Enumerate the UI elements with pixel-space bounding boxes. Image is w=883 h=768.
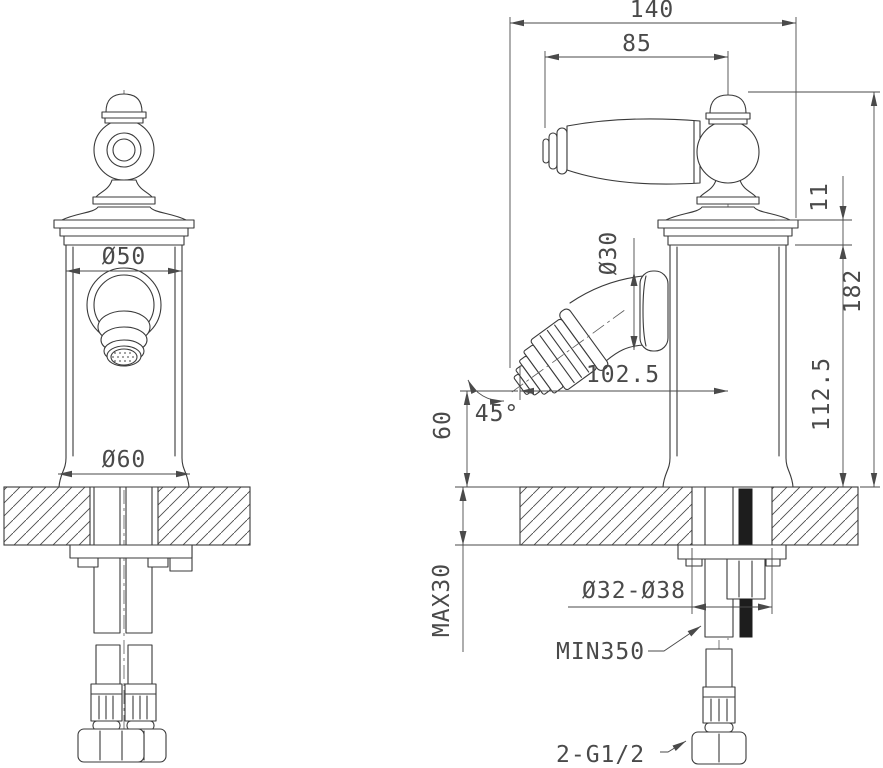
front-handle (92, 93, 156, 205)
dim-max-deck-thickness-label: MAX30 (429, 563, 455, 637)
dim-deck-to-body-top-label: 112.5 (809, 357, 835, 431)
front-hex-nuts (77, 728, 167, 763)
dim-spout-angle-label: 45° (475, 401, 520, 427)
front-aerator (86, 267, 162, 367)
leader-line (648, 625, 702, 652)
dim-handle-reach: 85 (544, 31, 728, 128)
dim-spout-reach-label: 102.5 (586, 362, 660, 388)
dim-right-verticals: 11 112.5 182 (748, 91, 880, 488)
side-view (509, 51, 859, 765)
side-handle (542, 94, 760, 205)
side-body (657, 206, 799, 488)
dim-spout-outlet-height-label: 60 (430, 410, 456, 440)
side-mounting-bracket (677, 544, 787, 560)
front-deck (3, 486, 251, 546)
dim-cap-height-label: 11 (807, 182, 833, 212)
dim-overall-height-label: 182 (840, 269, 866, 314)
dim-overall-depth: 140 (509, 0, 797, 368)
dim-overall-depth-label: 140 (630, 0, 675, 23)
note-hose-min-length-label: MIN350 (556, 639, 645, 665)
note-hose-min-length: MIN350 (556, 625, 702, 665)
side-below-deck (677, 486, 787, 765)
dim-handle-reach-label: 85 (622, 31, 652, 57)
dim-mounting-hole: Ø32-Ø38 (568, 548, 773, 614)
dim-body-diameter-base: Ø60 (58, 447, 190, 478)
spout-collar (639, 270, 669, 352)
dim-max-deck-thickness: MAX30 (429, 486, 520, 652)
dim-mounting-hole-label: Ø32-Ø38 (582, 578, 686, 604)
front-handle-knob (105, 93, 143, 113)
dim-spout-tube-diameter-label: Ø30 (596, 231, 622, 276)
leader-line (660, 740, 687, 753)
spout-axis-centerline (509, 310, 625, 395)
dim-spout-tube-diameter: Ø30 (596, 231, 638, 350)
front-mounting-bracket (69, 544, 193, 572)
dim-spout-reach: 102.5 (519, 362, 728, 400)
note-supply-connections: 2-G1/2 (556, 740, 687, 768)
mounting-nut (726, 558, 766, 600)
side-deck (519, 486, 859, 546)
threaded-stud (738, 488, 753, 547)
front-view: Ø50 Ø60 (3, 90, 251, 765)
dim-spout-outlet-height: 60 (430, 391, 471, 487)
front-handle-ball (93, 119, 155, 181)
dim-body-diameter-base-label: Ø60 (102, 447, 147, 473)
side-handle-knob (709, 94, 747, 114)
dim-body-diameter-top: Ø50 (66, 244, 182, 275)
dim-spout-angle: 45° (460, 379, 520, 427)
note-supply-connections-label: 2-G1/2 (556, 742, 645, 768)
dim-cap-height: 11 112.5 (807, 176, 847, 487)
dim-overall-height: 182 (840, 92, 878, 487)
handle-lever (542, 118, 701, 185)
dim-body-diameter-top-label: Ø50 (102, 244, 147, 270)
front-supply-hoses (77, 486, 167, 763)
aerator-mesh (112, 352, 136, 362)
side-handle-ball (696, 120, 760, 184)
